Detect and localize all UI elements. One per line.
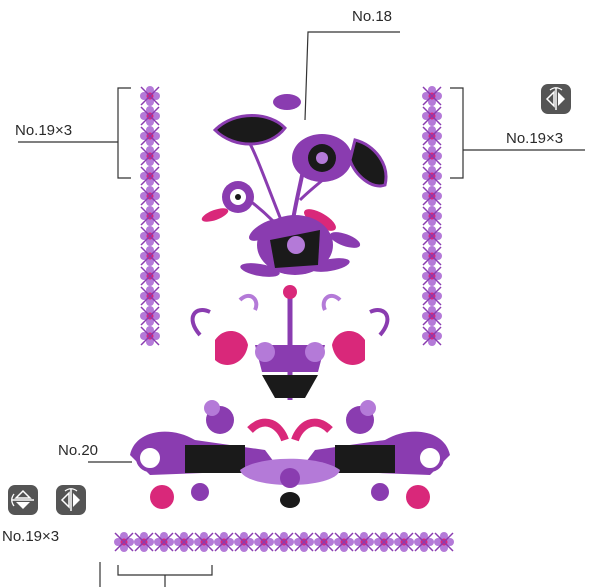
bracket-bottom [118, 565, 212, 575]
border-motif-unit [140, 86, 160, 106]
mirror-horizontal-icon [56, 485, 86, 515]
border-motif-unit [354, 532, 374, 552]
label-no19-left-upper: No.19×3 [15, 122, 72, 139]
left-vertical-border [140, 86, 160, 346]
border-motif-unit [254, 532, 274, 552]
border-motif-unit [140, 266, 160, 286]
border-motif-unit [422, 326, 442, 346]
border-motif-unit [422, 126, 442, 146]
mirror-horizontal-icon [541, 84, 571, 114]
border-motif-unit [422, 186, 442, 206]
border-motif-unit [422, 166, 442, 186]
border-motif-unit [414, 532, 434, 552]
border-motif-unit [334, 532, 354, 552]
border-motif-unit [140, 106, 160, 126]
mirror-vertical-icon [8, 485, 38, 515]
border-motif-unit [214, 532, 234, 552]
border-motif-unit [422, 206, 442, 226]
border-motif-unit [434, 532, 454, 552]
border-motif-unit [314, 532, 334, 552]
vase-motif [193, 285, 388, 400]
border-motif-unit [234, 532, 254, 552]
border-motif-unit [422, 86, 442, 106]
border-motif-unit [422, 226, 442, 246]
border-motif-unit [374, 532, 394, 552]
border-motif-unit [114, 532, 134, 552]
border-motif-unit [134, 532, 154, 552]
label-no20: No.20 [58, 442, 98, 459]
leader-no18 [305, 32, 400, 120]
border-motif-unit [140, 186, 160, 206]
border-motif-unit [422, 106, 442, 126]
scroll-base-motif [130, 400, 450, 509]
border-motif-unit [422, 146, 442, 166]
border-motif-unit [422, 286, 442, 306]
border-motif-unit [422, 246, 442, 266]
border-motif-unit [140, 326, 160, 346]
border-motif-unit [294, 532, 314, 552]
floral-bouquet-motif [200, 94, 386, 279]
border-motif-unit [194, 532, 214, 552]
border-motif-unit [394, 532, 414, 552]
bracket-left-upper [118, 88, 131, 178]
bottom-horizontal-border [114, 532, 454, 552]
border-motif-unit [140, 226, 160, 246]
border-motif-unit [422, 266, 442, 286]
label-no18: No.18 [352, 8, 392, 25]
border-motif-unit [140, 246, 160, 266]
border-motif-unit [140, 306, 160, 326]
bracket-right-upper [450, 88, 463, 178]
border-motif-unit [140, 146, 160, 166]
border-motif-unit [154, 532, 174, 552]
label-no19-right-upper: No.19×3 [506, 130, 563, 147]
border-motif-unit [140, 206, 160, 226]
border-motif-unit [274, 532, 294, 552]
border-motif-unit [140, 126, 160, 146]
leader-lines [18, 32, 585, 587]
border-motif-unit [422, 306, 442, 326]
right-vertical-border [422, 86, 442, 346]
border-motif-unit [174, 532, 194, 552]
border-motif-unit [140, 286, 160, 306]
label-no19-bottom: No.19×3 [2, 528, 59, 545]
border-motif-unit [140, 166, 160, 186]
